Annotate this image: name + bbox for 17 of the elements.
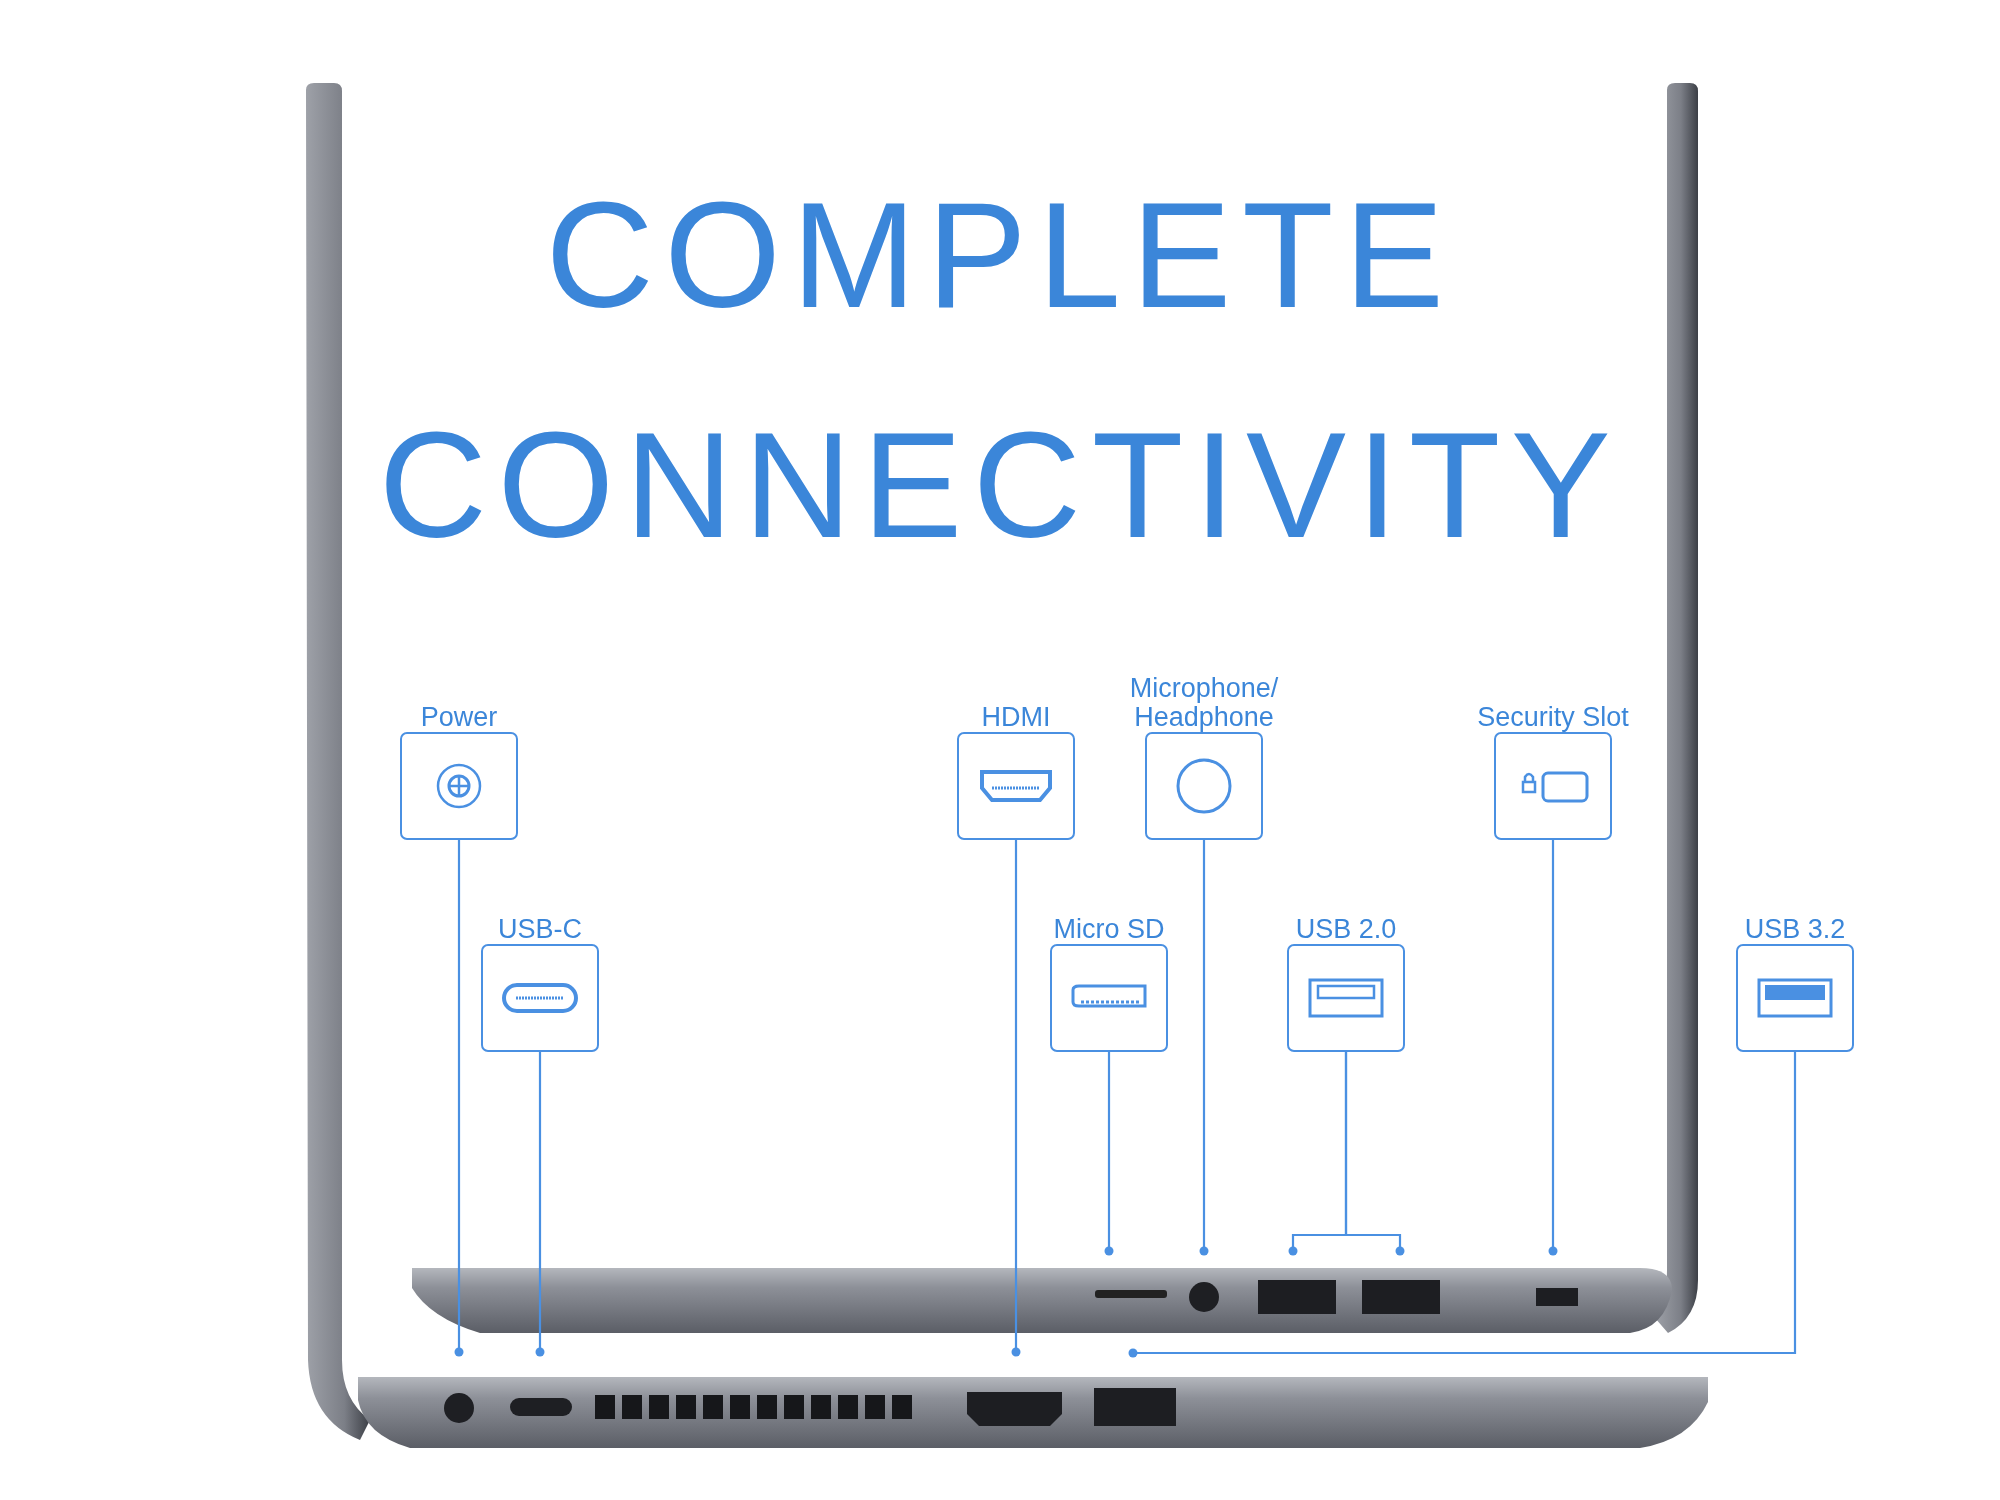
- leader-line: [1548, 840, 1558, 1256]
- leader-line: [1104, 1052, 1114, 1256]
- leader-line: [1011, 840, 1021, 1357]
- leader-line: [1344, 1052, 1405, 1256]
- port-label: HDMI: [981, 702, 1051, 731]
- port-label: Micro SD: [1053, 914, 1165, 943]
- port-label: USB 2.0: [1295, 914, 1397, 943]
- leader-line: [1199, 840, 1209, 1256]
- leader-line: [454, 840, 464, 1357]
- port-label: Power: [420, 702, 498, 731]
- title: COMPLETE CONNECTIVITY: [377, 170, 1623, 571]
- port-label: USB 3.2: [1744, 914, 1846, 943]
- port-label: Security Slot: [1477, 702, 1629, 731]
- port-label: USB-C: [498, 914, 582, 943]
- port-label: Microphone/ Headphone: [1128, 674, 1280, 731]
- leader-line: [1128, 1052, 1797, 1358]
- leader-line: [535, 1052, 545, 1357]
